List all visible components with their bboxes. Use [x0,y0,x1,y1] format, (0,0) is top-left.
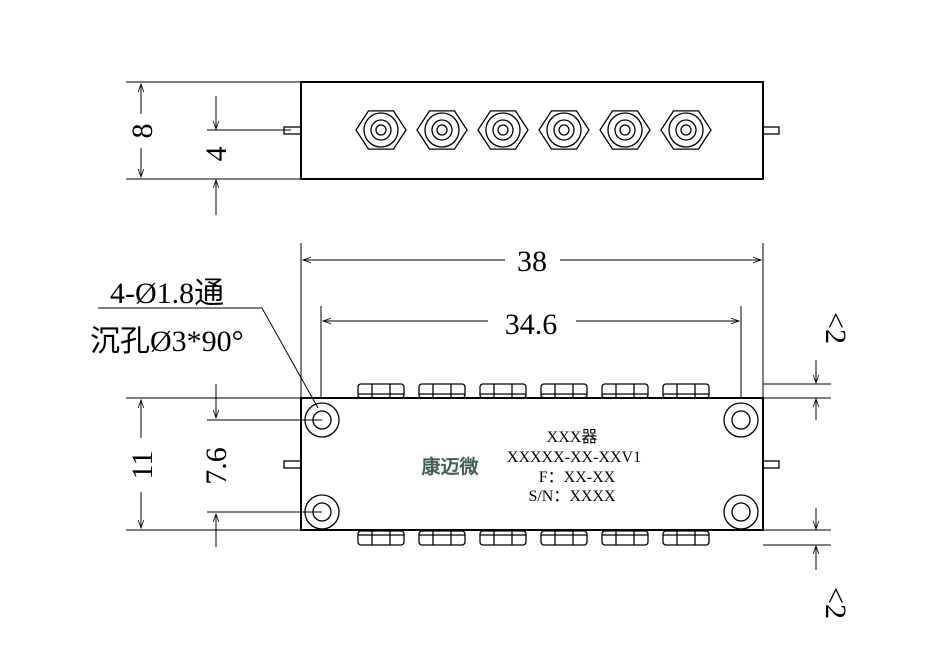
label-part-number: XXXXX-XX-XXV1 [507,449,641,466]
dim-top-height: 8 [126,124,159,139]
connector-profile-2 [418,383,466,399]
sma-connector-3 [477,110,529,150]
sma-connector-5 [599,110,651,150]
top-connectors [355,110,712,150]
dim-front-height: 11 [126,451,159,480]
top-view: 8 4 [126,81,780,215]
connector-row-bottom [357,530,710,546]
dim-total-length: 38 [517,245,547,278]
hole-note-line1: 4-Ø1.8通 [110,277,224,310]
dim-right-top-offset: <2 [819,312,852,344]
dim-top-center: 4 [200,147,233,162]
right-pin [762,126,780,135]
connector-profile-6 [662,530,710,546]
connector-row-top [357,383,710,399]
connector-profile-6 [662,383,710,399]
connector-profile-3 [479,530,527,546]
front-view: 38 34.6 4-Ø1.8通 沉孔Ø3*90° XXX器 XXXXX-XX-X… [90,243,852,619]
label-serial: S/N：XXXX [528,488,616,505]
mount-hole-br [723,494,759,530]
company-logo: 康迈微 [421,455,479,478]
top-body [300,81,764,180]
sma-connector-1 [355,110,407,150]
label-model: XXX器 [547,428,598,446]
label-frequency: F：XX-XX [539,469,616,486]
connector-profile-3 [479,383,527,399]
mount-hole-tr [723,402,759,438]
connector-profile-5 [601,383,649,399]
front-right-pin [762,460,780,469]
connector-profile-4 [540,383,588,399]
dim-hole-vertical: 7.6 [200,447,233,485]
sma-connector-6 [660,110,712,150]
hole-note-line2: 沉孔Ø3*90° [90,325,244,358]
connector-profile-4 [540,530,588,546]
connector-profile-2 [418,530,466,546]
dim-hole-spacing: 34.6 [505,308,558,341]
front-left-pin [283,460,302,469]
connector-profile-1 [357,383,405,399]
sma-connector-2 [416,110,468,150]
connector-profile-5 [601,530,649,546]
dim-right-bottom-offset: <2 [819,587,852,619]
connector-profile-1 [357,530,405,546]
sma-connector-4 [538,110,590,150]
